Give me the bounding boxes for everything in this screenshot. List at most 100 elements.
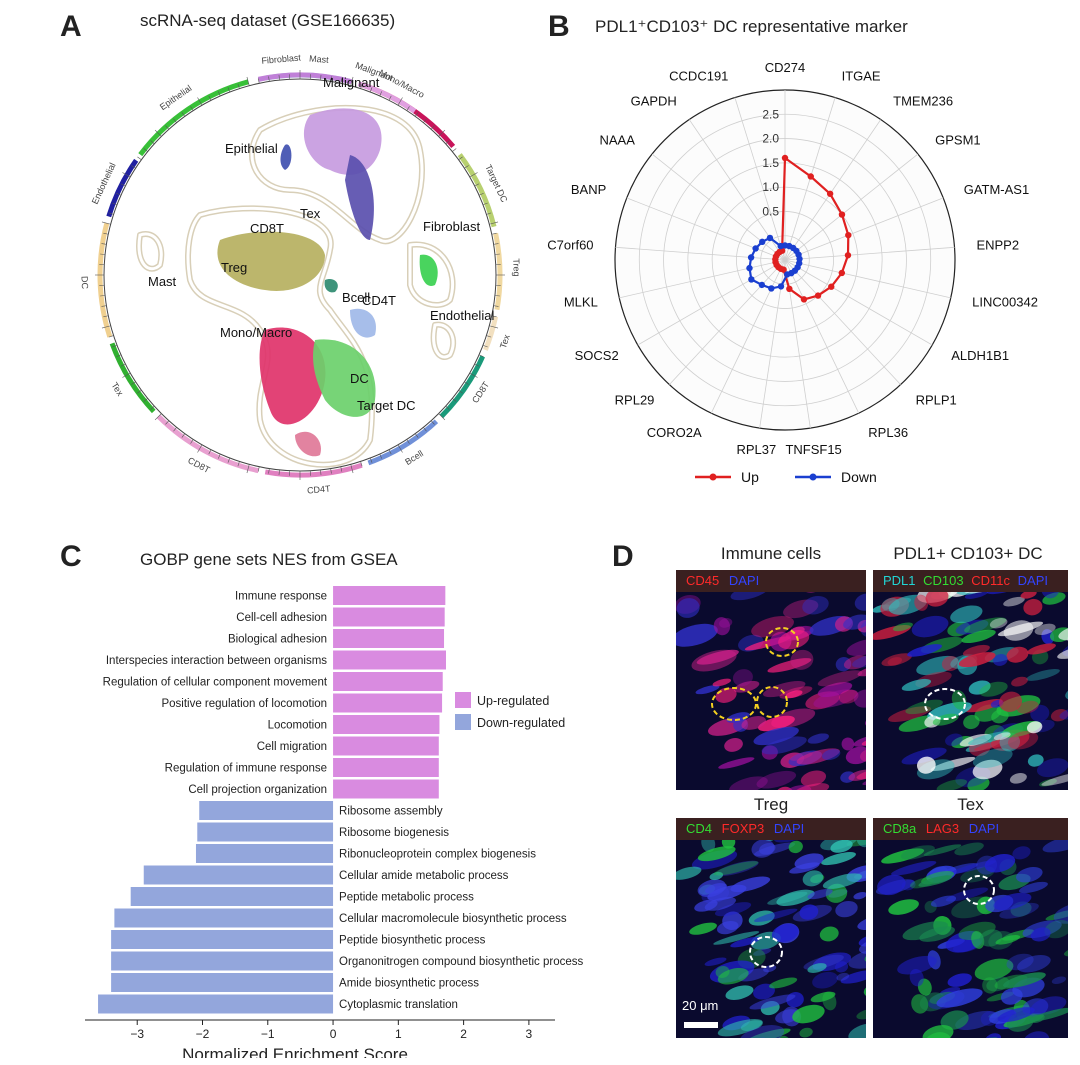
stain-dapi: DAPI	[1017, 573, 1048, 588]
cluster-label-mast: Mast	[148, 274, 177, 289]
radar-spoke	[669, 259, 786, 385]
tissue-cell	[972, 759, 1003, 780]
nes-bar-cellular-macromolecule-biosynthetic-process	[114, 908, 334, 928]
tissue-cell	[1058, 625, 1068, 641]
tissue-cell	[1041, 772, 1068, 786]
tissue-cell	[961, 629, 996, 644]
ring-tick	[208, 449, 212, 455]
nes-bar-amide-biosynthetic-process	[111, 973, 334, 992]
tissue-cell	[954, 842, 984, 856]
tissue-cell	[918, 875, 952, 887]
ring-tick	[108, 335, 114, 338]
tissue-cell	[714, 902, 752, 917]
tissue-cell	[930, 756, 976, 771]
tissue-cell	[993, 732, 1011, 741]
ring-tick	[268, 76, 270, 82]
radar-point-up	[781, 154, 789, 162]
ring-tick	[101, 305, 107, 307]
tissue-cell	[783, 785, 812, 790]
ring-label-fibroblast: Fibroblast	[261, 52, 302, 65]
tissue-cell	[776, 889, 815, 906]
ring-label-treg: Treg	[511, 258, 520, 277]
tissue-cell	[717, 967, 749, 985]
ring-tick	[482, 202, 488, 206]
radar-label-tnfsf15: TNFSF15	[785, 442, 841, 457]
ring-tick	[474, 363, 480, 367]
tissue-cell	[807, 963, 827, 973]
ring-tick	[478, 192, 484, 196]
tissue-cell	[964, 617, 1007, 633]
tissue-cell	[802, 592, 827, 593]
nes-label-peptide-metabolic-process: Peptide metabolic process	[339, 892, 474, 904]
tissue-cell	[785, 690, 803, 699]
tissue-cell	[741, 716, 767, 730]
ring-tick	[452, 398, 457, 402]
ring-tick	[217, 91, 221, 97]
tissue-cell	[947, 973, 972, 987]
tissue-cell	[892, 622, 913, 632]
ring-tick	[100, 295, 106, 297]
tissue-cell	[863, 985, 866, 998]
ring-tick	[486, 212, 492, 215]
radar-legend-marker-down	[809, 473, 817, 481]
radar-tick-0-5: 0.5	[762, 204, 779, 218]
radar-label-linc00342: LINC00342	[972, 295, 1038, 310]
nes-label-ribosome-assembly: Ribosome assembly	[339, 806, 443, 818]
stain-cd103: CD103	[923, 573, 964, 588]
radar-point-down	[783, 271, 791, 278]
tissue-cell	[712, 678, 732, 687]
ring-tick	[423, 118, 427, 123]
ring-tick	[430, 125, 435, 130]
tissue-cell	[783, 599, 819, 619]
tissue-cell	[721, 840, 736, 849]
x-tick-label-0: 0	[330, 1027, 337, 1041]
tissue-cell	[877, 874, 906, 896]
micrograph-pdl1-dc: PDL1 CD103 CD11c DAPI	[873, 570, 1068, 790]
radar-label-rpl36: RPL36	[868, 425, 908, 440]
ring-tick	[406, 439, 410, 444]
nes-bar-cell-projection-organization	[333, 779, 439, 799]
tissue-cell	[821, 852, 856, 866]
tissue-cell	[704, 896, 736, 911]
tissue-cell	[936, 779, 968, 790]
tissue-cell	[753, 908, 798, 923]
ring-tick	[350, 76, 354, 86]
radar-label-ccdc191: CCDC191	[669, 69, 728, 84]
tissue-cell	[740, 1020, 763, 1032]
tissue-cell	[1039, 778, 1057, 787]
ring-tick	[227, 87, 231, 93]
ring-tick	[108, 212, 114, 215]
tissue-cell	[1026, 721, 1043, 734]
nes-bar-cell-migration	[333, 736, 439, 756]
radar-spoke	[784, 119, 882, 261]
radar-point-up	[826, 190, 834, 197]
tissue-cell	[993, 892, 1032, 911]
x-tick-label-3: −3	[130, 1027, 144, 1041]
radar-tick-1-5: 1.5	[762, 156, 779, 170]
tissue-cell	[726, 712, 750, 723]
col-title-dc: PDL1+ CD103+ DC	[893, 544, 1043, 563]
cluster-outline-inner	[432, 323, 455, 359]
ring-tick	[268, 468, 270, 474]
ring-tick	[278, 75, 280, 81]
radar-spoke	[784, 153, 919, 261]
ring-segment	[367, 419, 439, 466]
ring-segment	[493, 232, 503, 311]
ring-tick	[197, 444, 203, 453]
tissue-cell	[1051, 976, 1067, 985]
ring-tick	[330, 76, 332, 82]
legend-swatch-down-regulated	[455, 714, 471, 730]
tissue-cell	[1023, 598, 1043, 616]
radar-point-down	[758, 281, 766, 289]
cluster-label-mono-macro: Mono/Macro	[220, 325, 292, 340]
tissue-cell	[763, 681, 806, 698]
ring-tick	[469, 372, 478, 378]
ring-tick	[414, 433, 419, 438]
nes-label-cell-projection-organization: Cell projection organization	[188, 784, 327, 796]
tissue-cell	[919, 926, 955, 942]
tissue-cell	[1003, 972, 1046, 988]
tissue-cell	[800, 770, 827, 787]
tissue-cell	[881, 848, 925, 864]
x-tick-label-1: 1	[395, 1027, 402, 1041]
ring-tick	[489, 325, 499, 329]
